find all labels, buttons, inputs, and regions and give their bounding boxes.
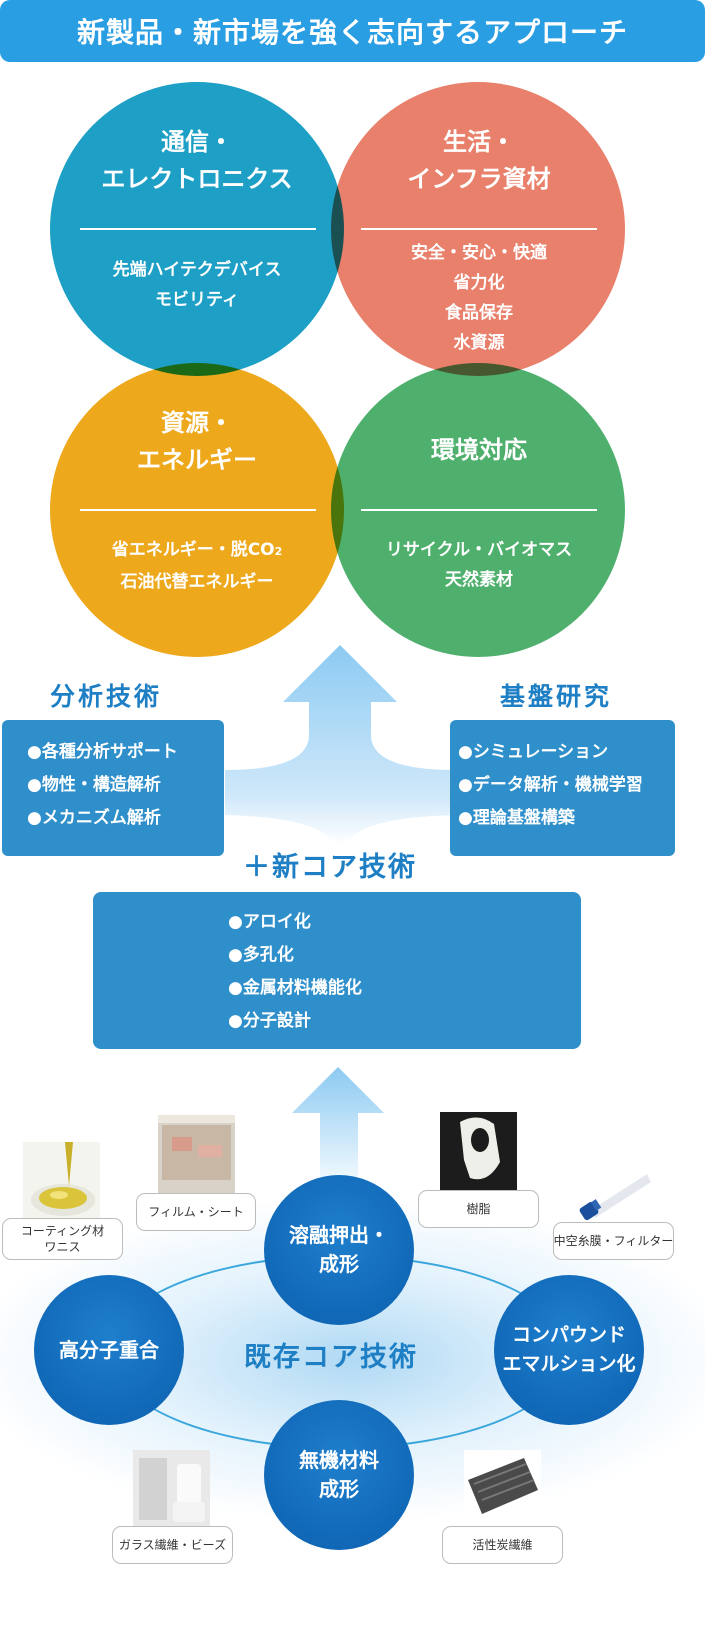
tech-polymer-line1: 高分子重合	[59, 1337, 159, 1362]
living-title: 生活・ インフラ資材	[344, 124, 614, 198]
tech-melt-line2: 成形	[319, 1252, 359, 1276]
telecom-item: 先端ハイテクデバイス	[112, 260, 282, 280]
living-item: 省力化	[453, 273, 505, 293]
environment-divider	[361, 509, 597, 511]
living-item: 水資源	[453, 333, 505, 353]
caption-carbon-text: 活性炭繊維	[472, 1538, 533, 1552]
analysis-label: 分析技術	[50, 682, 163, 711]
living-divider	[361, 228, 597, 230]
research-item: ●データ解析・機械学習	[458, 775, 643, 795]
analysis-item: ●各種分析サポート	[27, 742, 178, 762]
tech-compound: コンパウンドエマルション化	[494, 1275, 644, 1425]
new-core-item: ●金属材料機能化	[228, 978, 362, 998]
tech-inorganic: 無機材料成形	[264, 1400, 414, 1550]
new-core-label: ＋新コア技術	[243, 852, 417, 883]
environment-title-line1: 環境対応	[431, 436, 527, 464]
caption-film: フィルム・シート	[136, 1193, 256, 1231]
analysis-item: ●メカニズム解析	[27, 808, 161, 828]
caption-glass-text: ガラス繊維・ビーズ	[118, 1538, 227, 1552]
new-core-item: ●アロイ化	[228, 912, 311, 932]
energy-title: 資源・ エネルギー	[62, 405, 332, 479]
resin-photo	[440, 1112, 517, 1190]
caption-coating: コーティング材ワニス	[2, 1218, 123, 1260]
tech-compound-line2: エマルション化	[502, 1353, 636, 1375]
caption-membrane-text: 中空糸膜・フィルター	[553, 1234, 674, 1248]
tech-polymerization: 高分子重合	[34, 1275, 184, 1425]
research-item: ●理論基盤構築	[458, 808, 575, 828]
merge-arrow	[225, 645, 455, 845]
co2-subscript: 2	[274, 545, 283, 558]
caption-coating-line2: ワニス	[44, 1240, 81, 1254]
telecom-divider	[80, 228, 316, 230]
environment-item: リサイクル・バイオマス	[385, 540, 573, 560]
living-item: 安全・安心・快適	[411, 243, 547, 263]
living-items: 安全・安心・快適 省力化 食品保存 水資源	[344, 238, 614, 358]
caption-carbon: 活性炭繊維	[442, 1526, 563, 1564]
environment-item: 天然素材	[445, 570, 513, 590]
existing-core-label: 既存コア技術	[244, 1342, 418, 1373]
caption-membrane: 中空糸膜・フィルター	[553, 1222, 674, 1260]
film-photo	[158, 1115, 235, 1193]
living-item: 食品保存	[445, 303, 513, 323]
telecom-title-line1: 通信・	[161, 128, 233, 156]
environment-title: 環境対応	[344, 432, 614, 469]
up-arrow	[292, 1067, 384, 1197]
carbon-photo	[464, 1450, 541, 1528]
header-banner: 新製品・新市場を強く志向するアプローチ	[0, 0, 705, 62]
new-core-box: ●アロイ化 ●多孔化 ●金属材料機能化 ●分子設計	[93, 892, 581, 1049]
analysis-item: ●物性・構造解析	[27, 775, 161, 795]
tech-inorganic-line1: 無機材料	[299, 1448, 379, 1472]
research-label: 基盤研究	[500, 682, 613, 711]
energy-item: 石油代替エネルギー	[120, 572, 274, 592]
telecom-title: 通信・ エレクトロニクス	[62, 124, 332, 198]
research-box: ●シミュレーション ●データ解析・機械学習 ●理論基盤構築	[450, 720, 675, 856]
tech-melt-extrusion: 溶融押出・成形	[264, 1175, 414, 1325]
caption-glass: ガラス繊維・ビーズ	[112, 1526, 233, 1564]
caption-resin-text: 樹脂	[466, 1202, 491, 1216]
energy-item: 省エネルギー・脱CO2	[111, 540, 283, 560]
telecom-title-line2: エレクトロニクス	[101, 165, 293, 193]
telecom-items: 先端ハイテクデバイス モビリティ	[62, 255, 332, 315]
coating-photo	[23, 1142, 100, 1220]
new-core-item: ●分子設計	[228, 1011, 311, 1031]
caption-coating-line1: コーティング材	[20, 1224, 105, 1238]
energy-divider	[80, 509, 316, 511]
energy-title-line2: エネルギー	[137, 446, 257, 474]
energy-title-line1: 資源・	[161, 409, 233, 437]
living-title-line1: 生活・	[443, 128, 515, 156]
header-title: 新製品・新市場を強く志向するアプローチ	[76, 16, 628, 49]
new-core-item: ●多孔化	[228, 945, 294, 965]
tech-compound-line1: コンパウンド	[511, 1324, 626, 1346]
glass-photo	[133, 1450, 210, 1528]
research-item: ●シミュレーション	[458, 742, 609, 762]
telecom-item: モビリティ	[155, 290, 239, 310]
living-title-line2: インフラ資材	[407, 165, 551, 193]
tech-melt-line1: 溶融押出・	[289, 1223, 389, 1247]
tech-inorganic-line2: 成形	[319, 1477, 359, 1501]
environment-items: リサイクル・バイオマス 天然素材	[344, 535, 614, 595]
caption-film-text: フィルム・シート	[148, 1205, 244, 1219]
membrane-photo	[575, 1152, 652, 1230]
energy-items: 省エネルギー・脱CO2 石油代替エネルギー	[62, 535, 332, 597]
caption-resin: 樹脂	[418, 1190, 539, 1228]
analysis-box: ●各種分析サポート ●物性・構造解析 ●メカニズム解析	[2, 720, 224, 856]
